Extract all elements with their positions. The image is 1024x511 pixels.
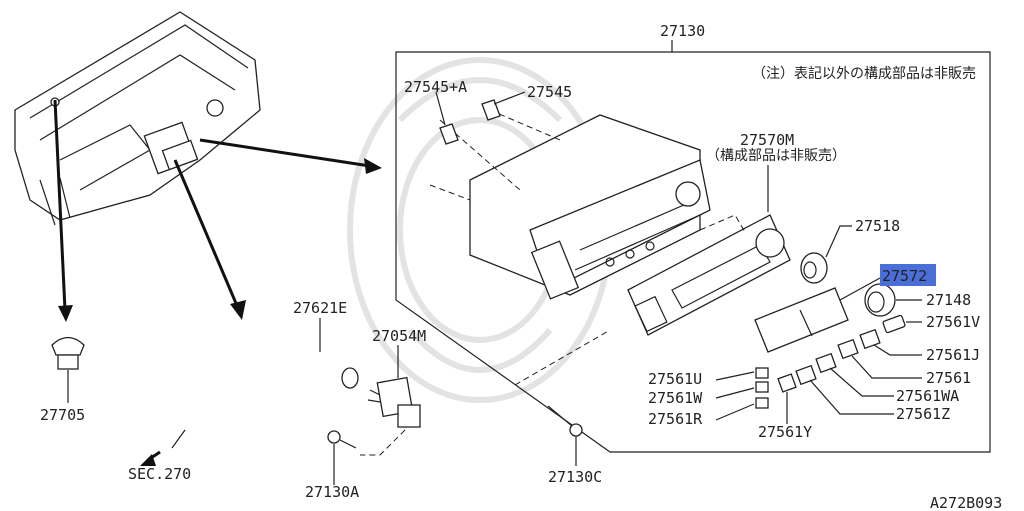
highlight-27572	[880, 264, 936, 286]
face-panel-27570M	[627, 214, 791, 336]
label-27130[interactable]: 27130	[660, 22, 705, 40]
screw-27545A	[439, 123, 459, 145]
clip-27705	[51, 336, 85, 370]
label-27545[interactable]: 27545	[527, 83, 572, 101]
label-27561Y[interactable]: 27561Y	[758, 423, 812, 441]
label-27518[interactable]: 27518	[855, 217, 900, 235]
screw-27130A	[327, 430, 357, 449]
label-27561[interactable]: 27561	[926, 369, 971, 387]
label-27561U[interactable]: 27561U	[648, 370, 702, 388]
harness-27621E	[171, 337, 359, 449]
screw-27545	[481, 99, 501, 121]
label-sec270[interactable]: SEC.270	[128, 465, 191, 483]
label-27130A[interactable]: 27130A	[305, 483, 359, 501]
label-27130C[interactable]: 27130C	[548, 468, 602, 486]
arrow-to-clip	[53, 99, 67, 311]
knob-27518	[800, 252, 828, 284]
figure-code: A272B093	[930, 494, 1002, 511]
label-27621E[interactable]: 27621E	[293, 299, 347, 317]
note-not-sold: （注）表記以外の構成部品は非販売	[752, 65, 976, 82]
arrow-to-harness	[173, 159, 240, 309]
label-27570M[interactable]: 27570M	[740, 131, 794, 149]
actuator-27054M	[367, 376, 421, 428]
label-27054M[interactable]: 27054M	[372, 327, 426, 345]
control-unit-27130	[469, 114, 711, 300]
label-27572[interactable]: 27572	[882, 267, 927, 285]
label-27705[interactable]: 27705	[40, 406, 85, 424]
screw-27130C	[547, 405, 583, 437]
label-27561Z[interactable]: 27561Z	[896, 405, 950, 423]
label-27561WA[interactable]: 27561WA	[896, 387, 959, 405]
label-27561J[interactable]: 27561J	[926, 346, 980, 364]
label-27561W[interactable]: 27561W	[648, 389, 703, 407]
display-window-27572	[754, 287, 849, 353]
button-group	[755, 314, 906, 409]
label-27561R[interactable]: 27561R	[648, 410, 703, 428]
assembly-frame	[395, 51, 991, 453]
knob-27148	[864, 283, 896, 317]
arrow-to-assembly	[199, 138, 371, 168]
label-27561V[interactable]: 27561V	[926, 313, 980, 331]
note-components: （構成部品は非販売）	[706, 148, 846, 164]
dashboard-illustration	[14, 11, 261, 226]
label-27545A[interactable]: 27545+A	[404, 78, 467, 96]
label-27148[interactable]: 27148	[926, 291, 971, 309]
